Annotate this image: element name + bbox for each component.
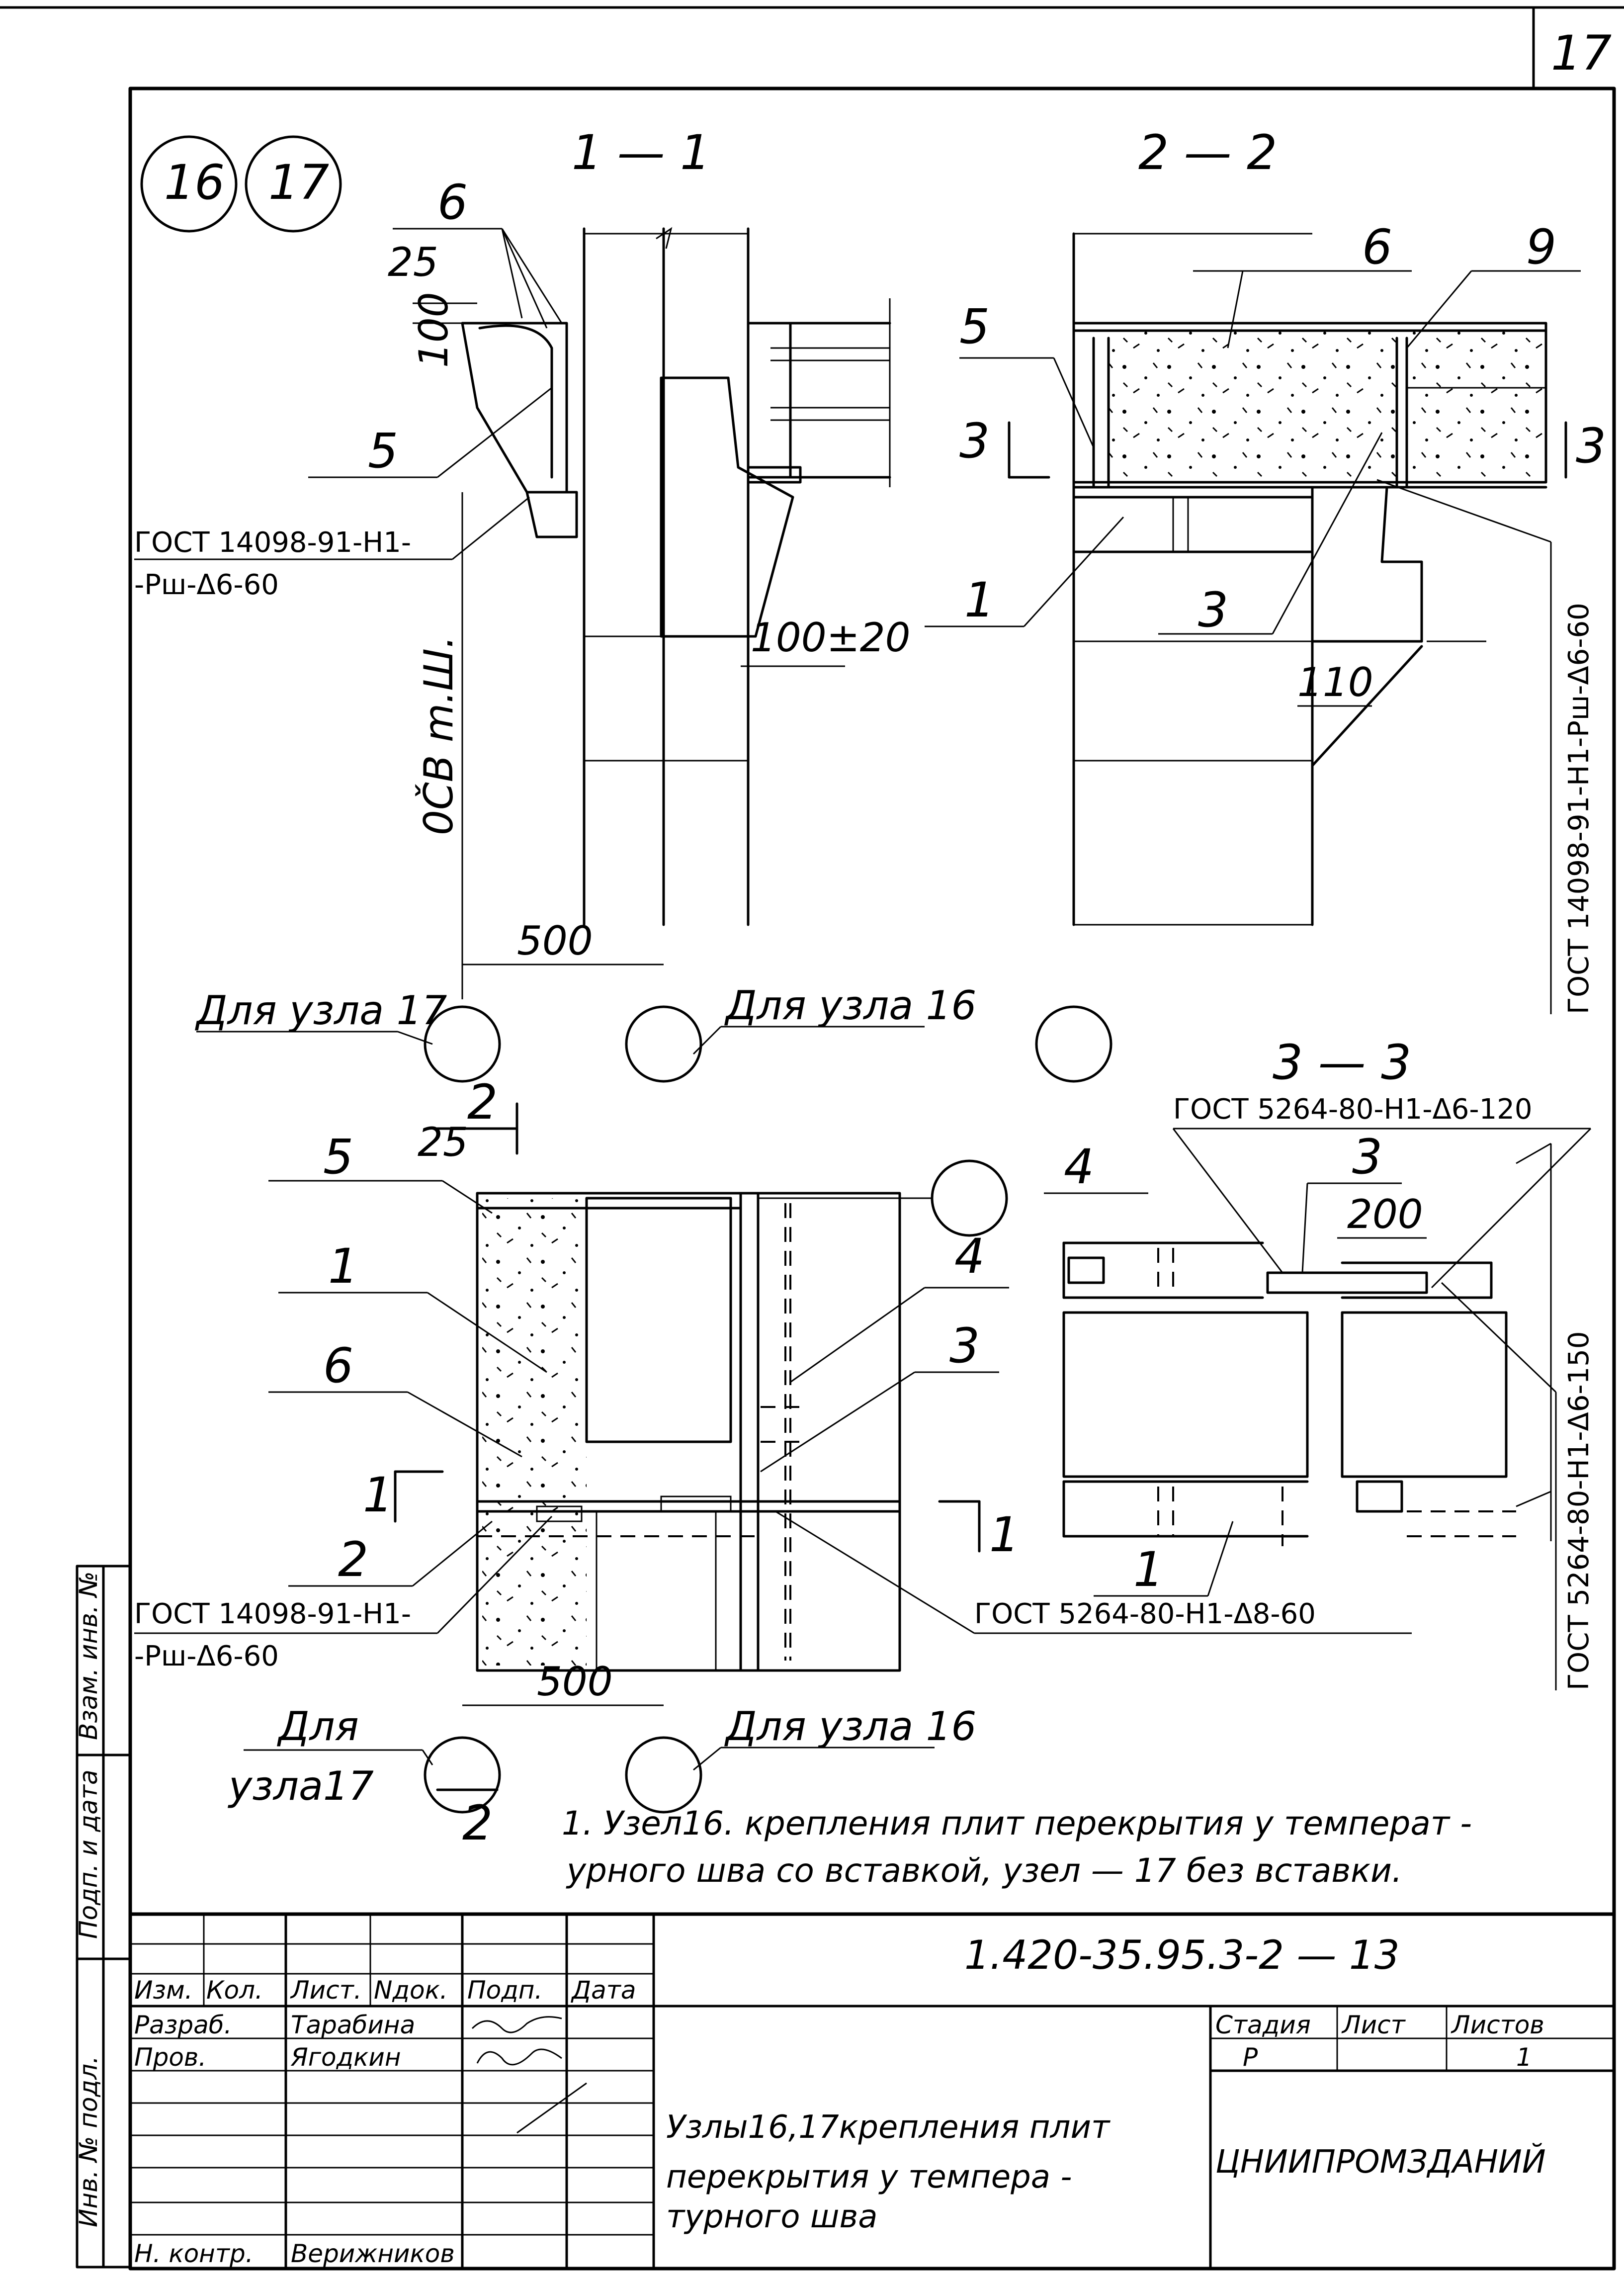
title-block: Изм. Кол. Лист. Nдок. Подп. Дата Разраб.… (128, 1912, 1616, 2270)
tb-role-nkontr: Н. контр. (134, 2239, 254, 2268)
dim-500-top: 500 (517, 918, 593, 964)
section-2-2: 2 — 2 6 9 5 1 (925, 125, 1606, 1083)
section-mark-1-right: 1 (989, 1507, 1020, 1563)
margin-inv-vzam: Взам. инв. № (74, 1572, 103, 1740)
callout-3-s22: 3 (1198, 582, 1228, 638)
tb-title-line3: турного шва (666, 2198, 877, 2235)
tb-name-razrab: Тарабина (291, 2011, 415, 2039)
callout-3-s33: 3 (1352, 1129, 1382, 1185)
callout-4-s33: 4 (1064, 1139, 1094, 1195)
dim-25-top: 25 (388, 239, 438, 285)
ref-circle-17-top (424, 1005, 501, 1083)
tb-name-nkontr: Верижников (291, 2239, 455, 2268)
margin-stamp: Инв. № подл. Подп. и дата Взам. инв. № (74, 1565, 132, 2269)
dim-110: 110 (1297, 659, 1373, 705)
drawing-note: 1. Узел16. крепления плит перекрытия у т… (562, 1804, 1472, 1890)
callout-2-plan: 2 (338, 1532, 368, 1587)
tb-sheets-value: 1 (1516, 2043, 1532, 2072)
section-mark-2-top: 2 (467, 1074, 498, 1130)
callout-3-plan: 3 (949, 1318, 980, 1374)
margin-sign-date: Подп. и дата (74, 1769, 103, 1939)
callout-6-s22: 6 (1362, 219, 1392, 275)
margin-inv-orig: Инв. № подл. (74, 2056, 103, 2227)
label-for-17-bottom-b: узла17 (228, 1763, 374, 1809)
callout-1-s33: 1 (1133, 1542, 1164, 1597)
signature-stroke (516, 2082, 587, 2134)
tb-header-podp: Подп. (467, 1976, 542, 2005)
signature-prov (476, 2048, 562, 2066)
plan-view: 5 1 6 2 4 3 2 25 1 1 2 ГОСТ 14098-91 (134, 1074, 1412, 1851)
signature-razrab (471, 2016, 562, 2033)
ref-circle-plan-top (931, 1159, 1008, 1237)
dim-ow: 0ČB m.Ш. (415, 636, 462, 835)
section-title-1-1: 1 — 1 (572, 125, 710, 180)
dim-25-plan: 25 (418, 1119, 468, 1165)
node-number-16: 16 (164, 155, 225, 210)
tb-header-list: Лист. (290, 1976, 362, 2005)
tb-header-izm: Изм. (134, 1976, 193, 2005)
label-for-17-top: Для узла 17 (195, 987, 447, 1034)
callout-5-s22: 5 (959, 299, 990, 354)
label-for-16-bottom: Для узла 16 (724, 1703, 976, 1750)
label-for-16-top: Для узла 16 (724, 982, 976, 1029)
section-mark-2-bottom: 2 (462, 1795, 493, 1851)
node-circle-16 (140, 135, 238, 233)
tb-header-data: Дата (571, 1976, 636, 2005)
node-number-17: 17 (268, 155, 329, 210)
gost-2-vertical: ГОСТ 14098-91-Н1-Рш-Δ6-60 (1563, 603, 1595, 1014)
tb-header-kol: Кол. (206, 1976, 263, 2005)
callout-6-plan: 6 (323, 1338, 353, 1394)
dim-500-plan: 500 (537, 1659, 613, 1705)
gost-1-line2: -Рш-Δ6-60 (134, 569, 279, 601)
note-line-1: 1. Узел16. крепления плит перекрытия у т… (562, 1804, 1472, 1843)
section-1-1: 1 — 1 500 0ČB m.Ш. 25 100 (134, 125, 976, 1083)
section-mark-3-left: 3 (959, 413, 990, 469)
gost-4-vertical: ГОСТ 5264-80-Н1-Δ6-150 (1563, 1331, 1595, 1690)
tb-sheets-header: Листов (1451, 2011, 1544, 2039)
note-line-2: урного шва со вставкой, узел — 17 без вс… (566, 1851, 1402, 1890)
ref-circle-16-top (625, 1005, 702, 1083)
tb-title-line1: Узлы16,17крепления плит (666, 2109, 1111, 2146)
callout-5-s11: 5 (368, 423, 398, 479)
tb-sheet-header: Лист (1341, 2011, 1406, 2039)
section-mark-1-left: 1 (363, 1467, 393, 1523)
label-for-17-bottom-a: Для (277, 1703, 359, 1750)
drawing-frame (128, 87, 1616, 2271)
callout-5-plan: 5 (323, 1129, 353, 1185)
section-title-2-2: 2 — 2 (1138, 125, 1277, 180)
tb-stage-value: Р (1243, 2043, 1258, 2072)
page-number: 17 (1551, 25, 1612, 81)
tb-organization: ЦНИИПРОМЗДАНИЙ (1215, 2143, 1546, 2181)
gost-3-line1: ГОСТ 14098-91-Н1- (134, 1598, 411, 1630)
callout-1-s22: 1 (964, 572, 995, 628)
gost-5: ГОСТ 5264-80-Н1-Δ8-60 (974, 1598, 1316, 1630)
tb-doc-code: 1.420-35.95.3-2 — 13 (964, 1932, 1400, 1978)
section-3-3: 3 — 3 ГОСТ 5264-80-Н1-Δ6-120 3 4 200 (1044, 1035, 1595, 1690)
ref-circle-17-bottom (424, 1736, 501, 1814)
tb-role-razrab: Разраб. (134, 2011, 232, 2039)
gost-1-line1: ГОСТ 14098-91-Н1- (134, 527, 411, 559)
section-title-3-3: 3 — 3 (1273, 1035, 1411, 1090)
gost-3-3: ГОСТ 5264-80-Н1-Δ6-120 (1173, 1093, 1533, 1126)
gost-3-line2: -Рш-Δ6-60 (134, 1640, 279, 1672)
callout-9-s22: 9 (1526, 219, 1556, 275)
dim-100-20: 100±20 (751, 614, 911, 661)
node-circle-17 (245, 135, 342, 233)
ref-circle-16-bottom (625, 1736, 702, 1814)
node-markers: 16 17 (140, 135, 342, 233)
callout-4-plan: 4 (954, 1229, 985, 1284)
section-mark-3-right: 3 (1576, 418, 1606, 474)
tb-name-prov: Ягодкин (290, 2043, 401, 2072)
tb-role-prov: Пров. (134, 2043, 206, 2072)
callout-6-s11: 6 (437, 175, 468, 230)
dim-100-top: 100 (411, 292, 457, 368)
dim-200: 200 (1347, 1191, 1423, 1237)
tb-title-line2: перекрытия у темпера - (666, 2159, 1072, 2195)
ref-circle-s22 (1035, 1005, 1112, 1083)
tb-stage-header: Стадия (1215, 2011, 1311, 2039)
tb-header-ndok: Nдок. (374, 1976, 448, 2005)
callout-1-plan: 1 (328, 1238, 358, 1294)
